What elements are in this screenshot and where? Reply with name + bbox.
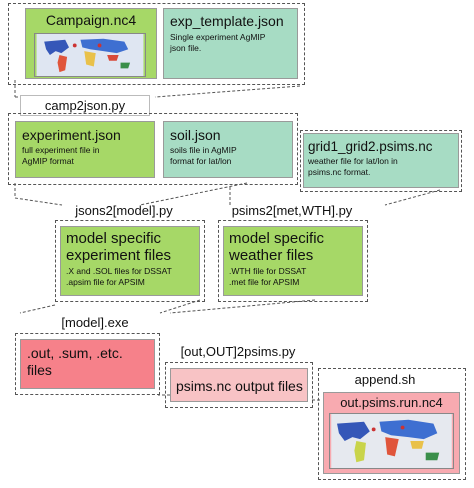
model-output-title-2: files — [27, 362, 52, 379]
append-group — [318, 368, 466, 480]
input-files-group — [8, 3, 305, 85]
model-exe-label-box: [model].exe — [45, 316, 145, 334]
soil-json-desc-1: soils file in AgMIP — [170, 145, 237, 155]
psims-output-files-box: psims.nc output files — [170, 368, 308, 402]
psims2met-label: psims2[met,WTH].py — [231, 203, 353, 218]
model-output-files-box: .out, .sum, .etc. files — [20, 339, 155, 389]
exp-template-title: exp_template.json — [170, 13, 284, 29]
model-weather-desc-2: .met file for APSIM — [229, 276, 300, 287]
psims-output-title: psims.nc output files — [176, 378, 303, 394]
campaign-box: Campaign.nc4 — [25, 8, 157, 79]
grid-psims-desc-1: weather file for lat/lon in — [308, 156, 398, 166]
append-label-box: append.sh — [340, 373, 430, 391]
world-map-icon — [329, 413, 454, 469]
experiment-json-box: experiment.json full experiment file in … — [15, 121, 155, 178]
model-experiment-title-2: experiment files — [66, 246, 172, 264]
soil-json-box: soil.json soils file in AgMIP format for… — [163, 121, 293, 178]
model-exe-group — [15, 333, 160, 395]
jsons2model-group — [55, 220, 205, 302]
model-weather-title-2: weather files — [229, 246, 314, 264]
camp2json-label-box: camp2json.py — [20, 95, 150, 116]
psims2met-group — [218, 220, 368, 302]
out2psims-label-box: [out,OUT]2psims.py — [168, 345, 308, 363]
out2psims-label: [out,OUT]2psims.py — [180, 344, 296, 359]
grid-psims-desc-2: psims.nc format. — [308, 166, 371, 177]
exp-template-box: exp_template.json Single experiment AgMI… — [163, 8, 298, 79]
jsons2model-label: jsons2[model].py — [75, 203, 173, 218]
experiment-json-desc-1: full experiment file in — [22, 145, 100, 155]
soil-json-desc-2: format for lat/lon — [170, 155, 232, 166]
grid-psims-box: grid1_grid2.psims.nc weather file for la… — [303, 133, 459, 188]
model-weather-files-box: model specific weather files .WTH file f… — [223, 226, 363, 296]
experiment-json-title: experiment.json — [22, 127, 121, 143]
model-experiment-desc-2: .apsim file for APSIM — [66, 276, 145, 287]
experiment-json-desc-2: AgMIP format — [22, 155, 74, 166]
psims2met-label-box: psims2[met,WTH].py — [222, 204, 362, 222]
camp2json-group — [8, 113, 298, 185]
run-output-title: out.psims.run.nc4 — [340, 395, 443, 410]
model-exe-label: [model].exe — [61, 315, 129, 330]
campaign-title: Campaign.nc4 — [45, 12, 137, 28]
soil-json-title: soil.json — [170, 127, 221, 143]
world-map-icon — [34, 33, 146, 77]
append-label: append.sh — [354, 372, 416, 387]
exp-template-desc-2: json file. — [170, 42, 202, 53]
grid-psims-title: grid1_grid2.psims.nc — [308, 139, 433, 154]
model-experiment-files-box: model specific experiment files .X and .… — [60, 226, 200, 296]
model-output-title-1: .out, .sum, .etc. — [27, 345, 123, 361]
grid-group — [300, 130, 462, 192]
run-output-box: out.psims.run.nc4 — [323, 392, 460, 474]
model-experiment-title-1: model specific — [66, 230, 162, 247]
camp2json-label: camp2json.py — [44, 98, 126, 113]
jsons2model-label-box: jsons2[model].py — [58, 204, 190, 222]
model-experiment-desc-1: .X and .SOL files for DSSAT — [66, 266, 172, 276]
out2psims-group — [165, 362, 313, 408]
model-weather-desc-1: .WTH file for DSSAT — [229, 266, 307, 276]
exp-template-desc-1: Single experiment AgMIP — [170, 32, 266, 42]
model-weather-title-1: model specific — [229, 230, 325, 247]
